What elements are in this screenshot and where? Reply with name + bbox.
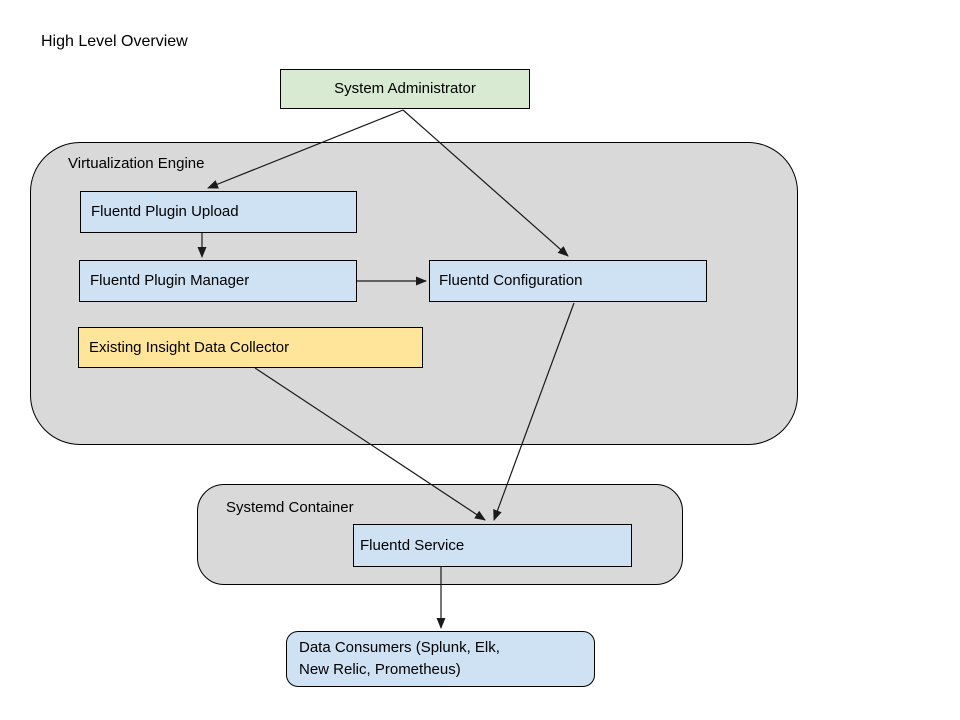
- node-data-consumers: Data Consumers (Splunk, Elk, New Relic, …: [286, 631, 595, 687]
- node-system-administrator-label: System Administrator: [334, 80, 476, 97]
- node-fluentd-configuration: Fluentd Configuration: [429, 260, 707, 302]
- node-fluentd-service: Fluentd Service: [353, 524, 632, 567]
- node-fluentd-configuration-label: Fluentd Configuration: [439, 272, 583, 289]
- node-fluentd-plugin-manager: Fluentd Plugin Manager: [79, 260, 357, 302]
- node-fluentd-plugin-upload: Fluentd Plugin Upload: [80, 191, 357, 233]
- container-systemd-label: Systemd Container: [226, 499, 354, 516]
- container-virtualization-engine-label: Virtualization Engine: [68, 155, 205, 172]
- node-fluentd-plugin-upload-label: Fluentd Plugin Upload: [91, 203, 239, 220]
- node-fluentd-service-label: Fluentd Service: [360, 536, 465, 554]
- node-existing-insight-data-collector: Existing Insight Data Collector: [78, 327, 423, 368]
- page-title: High Level Overview: [41, 33, 188, 50]
- node-data-consumers-label: Data Consumers (Splunk, Elk, New Relic, …: [299, 639, 500, 678]
- node-fluentd-plugin-manager-label: Fluentd Plugin Manager: [90, 272, 250, 289]
- node-system-administrator: System Administrator: [280, 69, 530, 109]
- node-existing-insight-data-collector-label: Existing Insight Data Collector: [89, 338, 290, 356]
